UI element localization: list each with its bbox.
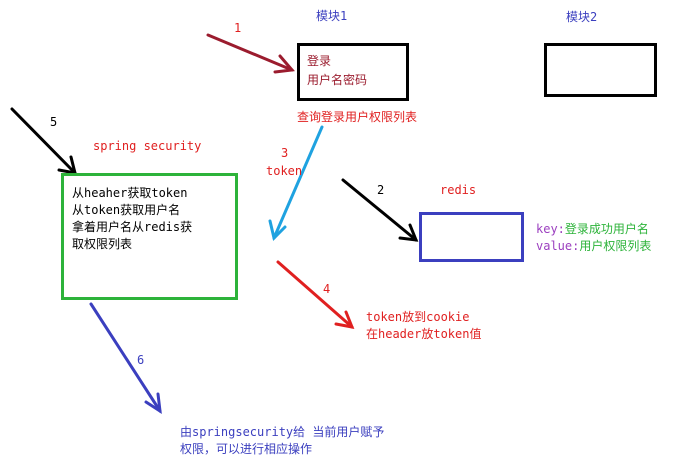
arrow-6-label: 6 <box>137 353 145 367</box>
kv-value-label: value: <box>536 239 580 253</box>
kv-value-value: 用户权限列表 <box>579 239 652 253</box>
arrow-2 <box>341 178 419 242</box>
kv-key-label: key: <box>536 222 565 236</box>
security-box-line1: 从heaher获取token <box>72 186 188 200</box>
kv-key-value: 登录成功用户名 <box>564 222 649 236</box>
arrow-1 <box>206 33 295 74</box>
arrow-4 <box>276 260 355 329</box>
bottom-text-line1: 由springsecurity给 当前用户赋予 <box>180 425 385 439</box>
security-box-line3: 拿着用户名从redis获 <box>72 220 193 234</box>
arrow-3 <box>268 125 324 241</box>
query-permissions-text: 查询登录用户权限列表 <box>297 110 418 124</box>
module2-title: 模块2 <box>566 10 598 24</box>
arrow-3-label: 3 <box>281 146 289 160</box>
arrow-4-label: 4 <box>323 282 331 296</box>
arrow-6 <box>89 302 162 414</box>
security-box-line2: 从token获取用户名 <box>72 203 181 217</box>
spring-security-label: spring security <box>93 139 202 153</box>
token-label: token <box>266 164 303 178</box>
module2-box <box>544 43 657 97</box>
arrow-5 <box>10 107 78 175</box>
cookie-text-line1: token放到cookie <box>366 310 470 324</box>
redis-box <box>419 212 524 262</box>
security-box-line4: 取权限列表 <box>72 237 133 251</box>
arrow-1-label: 1 <box>234 21 242 35</box>
module1-title: 模块1 <box>316 9 348 23</box>
kv-key-row: key:登录成功用户名 <box>536 222 649 237</box>
login-box-line2: 用户名密码 <box>307 73 368 87</box>
arrow-2-label: 2 <box>377 183 385 197</box>
arrow-5-label: 5 <box>50 115 58 129</box>
cookie-text-line2: 在header放token值 <box>366 327 482 341</box>
redis-label: redis <box>440 183 477 197</box>
login-box-line1: 登录 <box>307 54 332 68</box>
bottom-text-line2: 权限，可以进行相应操作 <box>180 442 313 456</box>
spring-security-box <box>61 173 238 300</box>
kv-value-row: value:用户权限列表 <box>536 239 651 254</box>
login-box <box>297 43 409 101</box>
